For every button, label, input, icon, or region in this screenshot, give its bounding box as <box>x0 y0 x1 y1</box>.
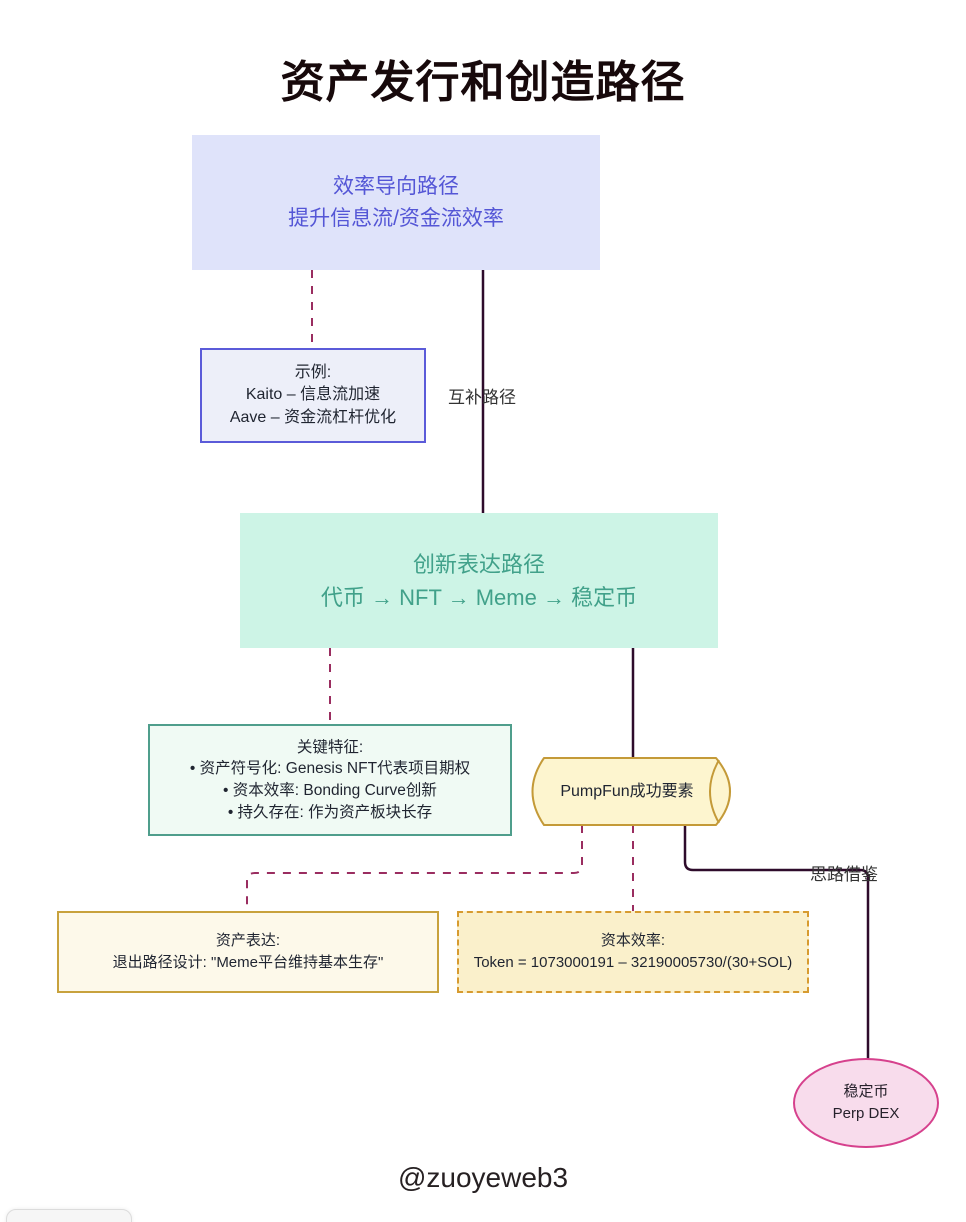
node-pumpfun: PumpFun成功要素 <box>527 758 727 825</box>
node-expression-line2: 退出路径设计: "Meme平台维持基本生存" <box>112 954 384 971</box>
watermark-handle: @zuoyeweb3 <box>397 1162 569 1193</box>
bottom-left-card <box>6 1209 132 1222</box>
node-expression-line1: 资产表达: <box>215 932 281 950</box>
node-stablecoin-line1: 稳定币 <box>843 1083 889 1101</box>
node-example-line1: 示例: <box>294 363 332 381</box>
node-capital-line1: 资本效率: <box>600 932 666 950</box>
pumpfun-cylinder-shape <box>531 757 731 826</box>
node-stablecoin-perp-dex: 稳定币 Perp DEX <box>793 1058 939 1148</box>
node-pumpfun-label: PumpFun成功要素 <box>560 782 694 800</box>
node-efficiency-line1: 效率导向路径 <box>333 175 459 198</box>
page-title: 资产发行和创造路径 <box>280 58 686 107</box>
node-features-line1: 关键特征: <box>296 738 364 756</box>
node-efficiency-line2: 提升信息流/资金流效率 <box>288 206 504 230</box>
node-features-line3: • 资本效率: Bonding Curve创新 <box>223 782 437 799</box>
edge-pumpfun-to-expression <box>246 825 583 911</box>
node-innovation-path: 创新表达路径 代币 → NFT → Meme → 稳定币 <box>240 513 718 648</box>
node-features-line2: • 资产符号化: Genesis NFT代表项目期权 <box>189 760 471 778</box>
node-innovation-line1: 创新表达路径 <box>412 551 545 577</box>
node-capital-efficiency: 资本效率: Token = 1073000191 – 32190005730/(… <box>457 911 809 993</box>
node-key-features: 关键特征: • 资产符号化: Genesis NFT代表项目期权 • 资本效率:… <box>148 724 512 836</box>
node-asset-expression: 资产表达: 退出路径设计: "Meme平台维持基本生存" <box>57 911 439 993</box>
edge-label-reference: 思路借鉴 <box>810 865 878 884</box>
node-example-line2: Kaito – 信息流加速 <box>245 386 381 404</box>
node-example-line3: Aave – 资金流杠杆优化 <box>229 408 397 426</box>
pumpfun-cylinder-rim <box>709 759 720 824</box>
node-features-line4: • 持久存在: 作为资产板块长存 <box>227 803 433 821</box>
node-stablecoin-line2: Perp DEX <box>832 1105 900 1122</box>
node-efficiency-path: 效率导向路径 提升信息流/资金流效率 <box>192 135 600 270</box>
node-capital-line2: Token = 1073000191 – 32190005730/(30+SOL… <box>473 954 793 971</box>
edge-pumpfun-to-stablecoin <box>683 825 870 1059</box>
node-example: 示例: Kaito – 信息流加速 Aave – 资金流杠杆优化 <box>200 348 426 443</box>
edge-label-complementary: 互补路径 <box>448 388 516 407</box>
node-innovation-line2: 代币 → NFT → Meme → 稳定币 <box>320 584 638 610</box>
